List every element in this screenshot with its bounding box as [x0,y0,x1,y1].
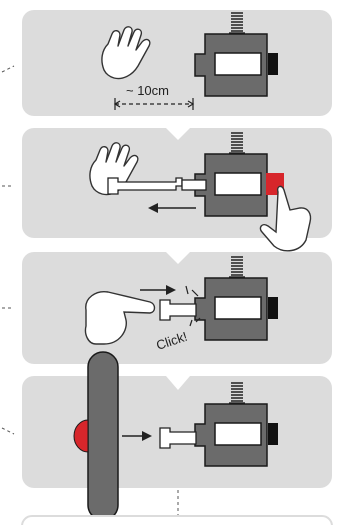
finger-press-icon [259,185,312,252]
red-indicator [73,419,89,453]
pointing-hand-icon [84,291,156,345]
bolt-end [268,297,278,319]
bolt-end [268,53,278,75]
left-connectors [1,65,15,435]
bolt-key [159,427,197,449]
bolt-key [159,299,197,321]
step-4 [122,382,278,467]
door-bar [73,351,119,521]
arrow-right-icon [122,431,152,441]
distance-marker [113,98,195,110]
panel-step-1 [22,10,332,116]
arrow-right-icon [140,285,176,295]
step-2 [89,132,312,252]
distance-label: ~ 10cm [126,83,169,98]
arrow-left-icon [148,203,196,213]
click-sparks [185,285,201,327]
bolt-end [268,423,278,445]
step-1: ~ 10cm [101,12,278,110]
